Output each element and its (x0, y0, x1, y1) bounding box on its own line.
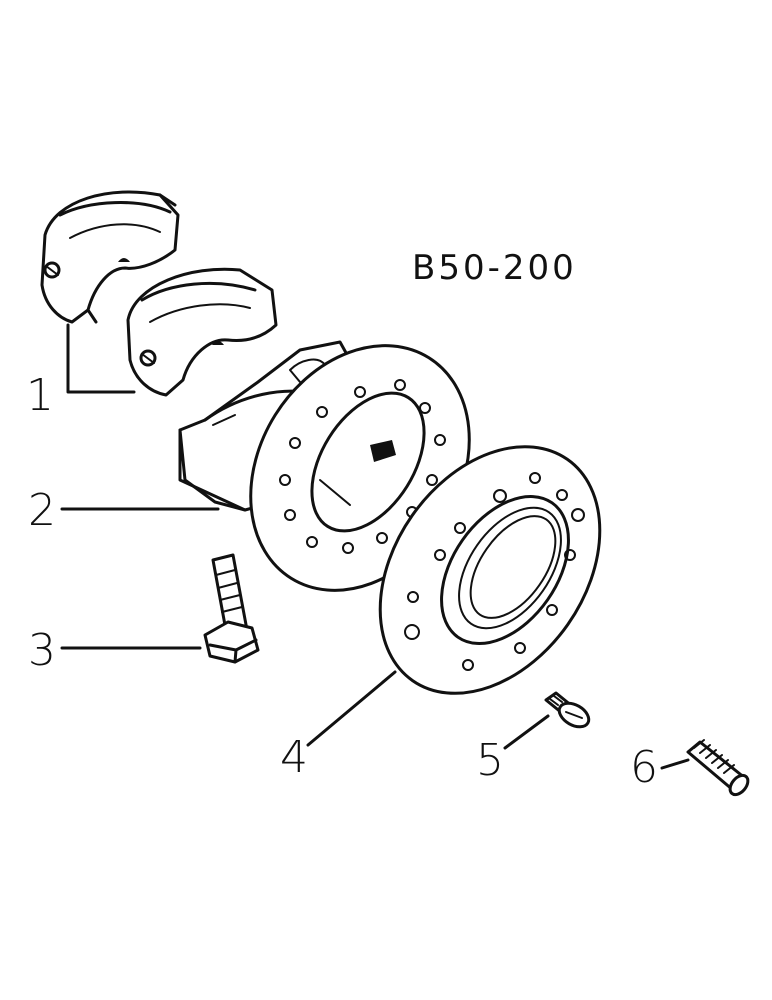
part-4-seal-plate (378, 445, 602, 695)
leader-line-6 (660, 758, 690, 770)
part-1-bearing-shell-upper (40, 190, 180, 324)
callout-label-6: 6 (630, 742, 658, 793)
part-6-threaded-stud (686, 739, 750, 797)
leader-line-5 (503, 714, 550, 750)
callout-label-3: 3 (28, 625, 56, 676)
callout-label-5: 5 (476, 735, 504, 786)
callout-label-4: 4 (280, 732, 308, 783)
leader-line-1 (66, 323, 136, 394)
part-1-bearing-shell-lower (126, 267, 278, 397)
drawing-reference: B50-200 (412, 248, 577, 288)
seal-plate-bolt-holes (404, 472, 585, 671)
part-3-hex-bolt (203, 553, 260, 664)
part-2-flanged-housing (178, 340, 471, 592)
part-5-flat-head-screw (544, 691, 591, 729)
callout-label-1: 1 (26, 370, 54, 421)
callout-label-2: 2 (28, 485, 56, 536)
leader-line-4 (306, 670, 397, 747)
flange-bolt-holes (279, 379, 446, 554)
leader-lines (60, 323, 690, 770)
